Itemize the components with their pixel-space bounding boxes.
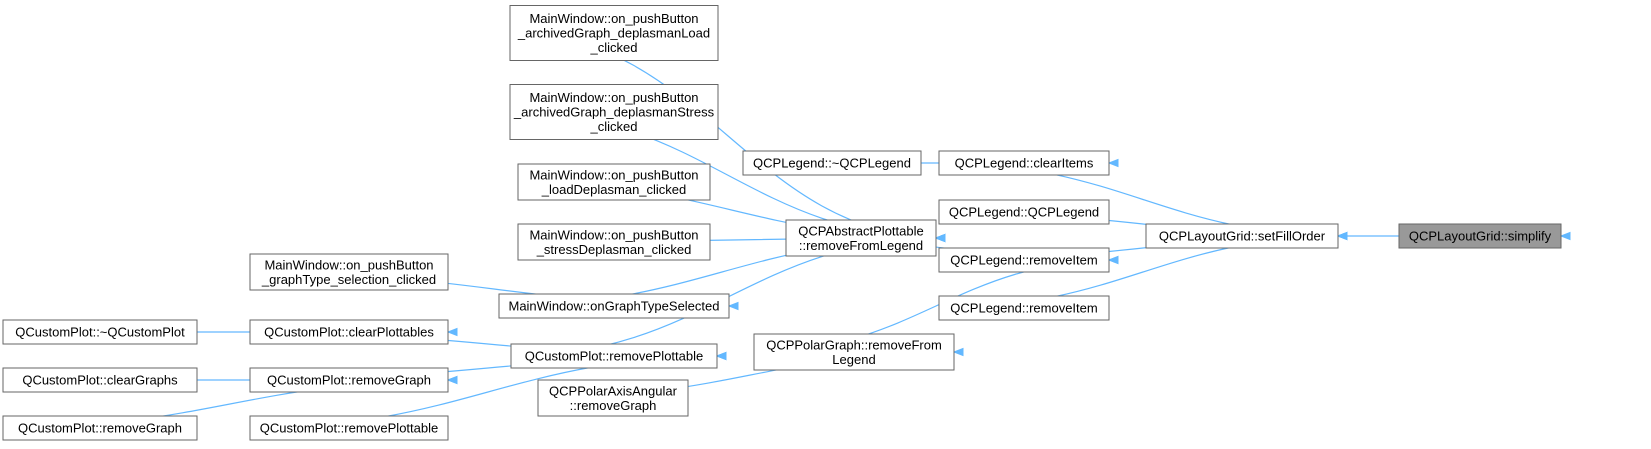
node-label: ::removeGraph	[570, 398, 657, 413]
node-label: QCustomPlot::clearGraphs	[22, 373, 178, 388]
node-box[interactable]	[517, 223, 711, 261]
node-label: QCustomPlot::removeGraph	[267, 373, 431, 388]
arrowhead	[715, 351, 727, 361]
arrowhead	[1336, 231, 1348, 241]
node-dtor-legend[interactable]: QCPLegend::~QCPLegend	[742, 150, 922, 176]
node-box[interactable]	[509, 84, 719, 140]
node-box[interactable]	[517, 163, 711, 201]
node-label: _clicked	[590, 119, 638, 134]
node-label: MainWindow::on_pushButton	[529, 11, 698, 26]
node-box[interactable]	[537, 379, 689, 417]
node-label: QCPLayoutGrid::setFillOrder	[1159, 229, 1326, 244]
node-label: QCPAbstractPlottable	[798, 223, 923, 238]
arrowhead	[1107, 255, 1119, 265]
node-box[interactable]	[938, 199, 1110, 225]
node-box[interactable]	[938, 247, 1110, 273]
node-label: _loadDeplasman_clicked	[541, 182, 687, 197]
node-label: QCustomPlot::~QCustomPlot	[15, 325, 185, 340]
node-box[interactable]	[2, 319, 198, 345]
node-graph-type-selection[interactable]: MainWindow::on_pushButton_graphType_sele…	[249, 253, 449, 291]
arrowhead	[1559, 231, 1571, 241]
node-clear-items[interactable]: QCPLegend::clearItems	[938, 150, 1110, 176]
node-label: QCustomPlot::removeGraph	[18, 421, 182, 436]
node-label: _archivedGraph_deplasmanLoad	[517, 26, 710, 41]
node-box[interactable]	[498, 293, 730, 319]
arrowhead	[934, 233, 946, 243]
node-label: MainWindow::on_pushButton	[264, 257, 433, 272]
node-label: QCustomPlot::removePlottable	[260, 421, 438, 436]
node-box[interactable]	[249, 367, 449, 393]
node-dtor-custom-plot[interactable]: QCustomPlot::~QCustomPlot	[2, 319, 198, 345]
node-box[interactable]	[249, 319, 449, 345]
node-box[interactable]	[785, 219, 937, 257]
node-box[interactable]	[1398, 223, 1562, 249]
node-box[interactable]	[510, 343, 718, 369]
node-label: MainWindow::on_pushButton	[529, 90, 698, 105]
node-deplasman-load[interactable]: MainWindow::on_pushButton_archivedGraph_…	[509, 5, 719, 61]
node-box[interactable]	[2, 415, 198, 441]
node-remove-graph-left[interactable]: QCustomPlot::removeGraph	[2, 415, 198, 441]
node-label: MainWindow::on_pushButton	[529, 167, 698, 182]
node-deplasman-stress[interactable]: MainWindow::on_pushButton_archivedGraph_…	[509, 84, 719, 140]
node-label: _graphType_selection_clicked	[261, 272, 436, 287]
node-polar-axis-remove-graph[interactable]: QCPPolarAxisAngular::removeGraph	[537, 379, 689, 417]
node-box[interactable]	[2, 367, 198, 393]
node-remove-item2[interactable]: QCPLegend::removeItem	[938, 295, 1110, 321]
arrowhead	[1107, 158, 1119, 168]
node-label: _clicked	[590, 40, 638, 55]
node-label: QCPLegend::clearItems	[955, 156, 1094, 171]
node-remove-graph-mid[interactable]: QCustomPlot::removeGraph	[249, 367, 449, 393]
node-simplify[interactable]: QCPLayoutGrid::simplify	[1398, 223, 1562, 249]
arrowhead	[446, 375, 458, 385]
node-label: _archivedGraph_deplasmanStress	[513, 105, 715, 120]
arrowhead	[446, 327, 458, 337]
node-remove-plottable-main[interactable]: QCustomPlot::removePlottable	[510, 343, 718, 369]
node-box[interactable]	[249, 415, 449, 441]
node-label: QCPPolarGraph::removeFrom	[766, 337, 942, 352]
node-clear-graphs[interactable]: QCustomPlot::clearGraphs	[2, 367, 198, 393]
node-label: QCustomPlot::removePlottable	[525, 349, 703, 364]
node-on-graph-type-selected[interactable]: MainWindow::onGraphTypeSelected	[498, 293, 730, 319]
node-label: MainWindow::on_pushButton	[529, 227, 698, 242]
node-label: QCPPolarAxisAngular	[549, 383, 678, 398]
node-remove-plottable-left[interactable]: QCustomPlot::removePlottable	[249, 415, 449, 441]
node-label: _stressDeplasman_clicked	[536, 242, 692, 257]
node-remove-item1[interactable]: QCPLegend::removeItem	[938, 247, 1110, 273]
arrowhead	[952, 347, 964, 357]
node-label: QCPLegend::removeItem	[950, 301, 1097, 316]
node-box[interactable]	[938, 150, 1110, 176]
node-ctor-legend[interactable]: QCPLegend::QCPLegend	[938, 199, 1110, 225]
node-label: ::removeFromLegend	[799, 238, 923, 253]
arrowhead	[727, 301, 739, 311]
node-label: MainWindow::onGraphTypeSelected	[508, 299, 719, 314]
node-set-fill-order[interactable]: QCPLayoutGrid::setFillOrder	[1145, 223, 1339, 249]
node-box[interactable]	[742, 150, 922, 176]
node-polar-remove-from-legend[interactable]: QCPPolarGraph::removeFromLegend	[753, 333, 955, 371]
node-box[interactable]	[753, 333, 955, 371]
node-box[interactable]	[938, 295, 1110, 321]
nodes-layer: QCPLayoutGrid::simplify QCPLayoutGrid::se…	[2, 5, 1562, 441]
node-load-deplasman[interactable]: MainWindow::on_pushButton_loadDeplasman_…	[517, 163, 711, 201]
node-label: QCPLegend::~QCPLegend	[753, 156, 911, 171]
node-box[interactable]	[509, 5, 719, 61]
node-label: Legend	[832, 352, 875, 367]
node-label: QCPLegend::removeItem	[950, 253, 1097, 268]
node-remove-from-legend[interactable]: QCPAbstractPlottable::removeFromLegend	[785, 219, 937, 257]
node-box[interactable]	[249, 253, 449, 291]
node-clear-plottables[interactable]: QCustomPlot::clearPlottables	[249, 319, 449, 345]
node-label: QCPLayoutGrid::simplify	[1409, 229, 1552, 244]
node-stress-deplasman[interactable]: MainWindow::on_pushButton_stressDeplasma…	[517, 223, 711, 261]
node-box[interactable]	[1145, 223, 1339, 249]
node-label: QCPLegend::QCPLegend	[949, 205, 1099, 220]
node-label: QCustomPlot::clearPlottables	[264, 325, 434, 340]
